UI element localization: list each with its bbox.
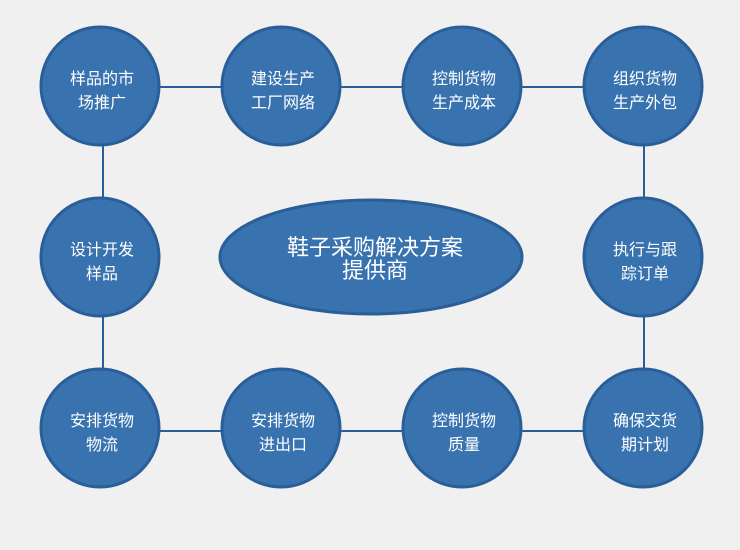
node-label-line2: 生产外包	[613, 93, 677, 112]
node-label-line2: 踪订单	[621, 264, 669, 283]
node-label-line2: 生产成本	[432, 93, 496, 112]
node-label-line1: 执行与跟	[613, 240, 677, 259]
node-label-line2: 期计划	[621, 435, 669, 454]
node-circle	[220, 25, 342, 147]
center-ellipse	[218, 198, 524, 316]
node-circle	[401, 367, 523, 489]
node-circle	[39, 367, 161, 489]
process-nodes: 样品的市场推广建设生产工厂网络控制货物生产成本组织货物生产外包执行与跟踪订单确保…	[39, 25, 704, 489]
node-label-line2: 场推广	[78, 93, 126, 112]
center-label-line2: 提供商	[342, 259, 408, 284]
node-label-line1: 建设生产	[251, 69, 315, 88]
node-circle	[39, 196, 161, 318]
node-label-line1: 安排货物	[251, 411, 315, 430]
node-label-line2: 物流	[86, 435, 118, 454]
node-label-line2: 样品	[86, 264, 118, 283]
node-label-line1: 控制货物	[432, 411, 496, 430]
node-circle	[582, 367, 704, 489]
node-label-line1: 样品的市	[70, 69, 134, 88]
node-circle	[582, 196, 704, 318]
node-circle	[220, 367, 342, 489]
node-circle	[401, 25, 523, 147]
node-circle	[39, 25, 161, 147]
node-label-line1: 设计开发	[70, 240, 134, 259]
node-label-line2: 进出口	[259, 435, 307, 454]
node-label-line1: 确保交货	[613, 411, 677, 430]
center-label-line1: 鞋子采购解决方案	[287, 236, 463, 261]
node-label-line1: 控制货物	[432, 69, 496, 88]
node-circle	[582, 25, 704, 147]
connectors	[102, 86, 645, 432]
node-label-line1: 组织货物	[613, 69, 677, 88]
node-label-line1: 安排货物	[70, 411, 134, 430]
node-label-line2: 质量	[448, 435, 480, 454]
center-node: 鞋子采购解决方案 提供商	[218, 198, 524, 316]
node-label-line2: 工厂网络	[251, 93, 315, 112]
